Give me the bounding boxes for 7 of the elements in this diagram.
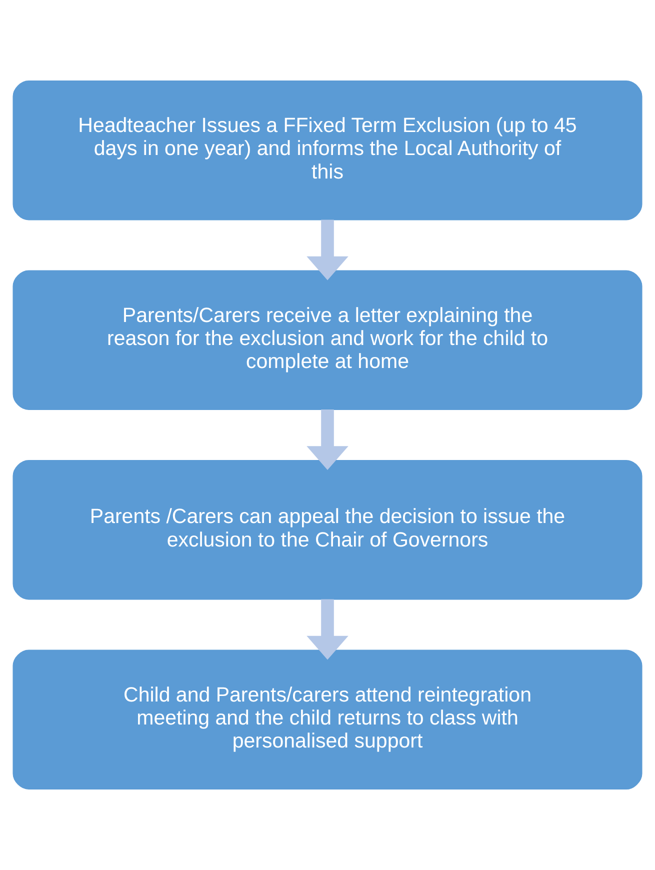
- node-box: Child and Parents/carers attend reintegration meeting and the child returns to class with personalised support: [12, 650, 642, 790]
- arrow: [306, 220, 348, 280]
- node-box: Headteacher Issues a FFixed Term Exclusion (up to 45 days in one year) and informs the Local Authority of this: [12, 80, 642, 220]
- node-box: Parents /Carers can appeal the decision to issue the exclusion to the Chair of Governors: [12, 460, 642, 600]
- node-box: Parents/Carers receive a letter explaining the reason for the exclusion and work for the child to complete at home: [12, 270, 642, 410]
- arrow: [306, 599, 348, 660]
- arrow: [306, 410, 348, 470]
